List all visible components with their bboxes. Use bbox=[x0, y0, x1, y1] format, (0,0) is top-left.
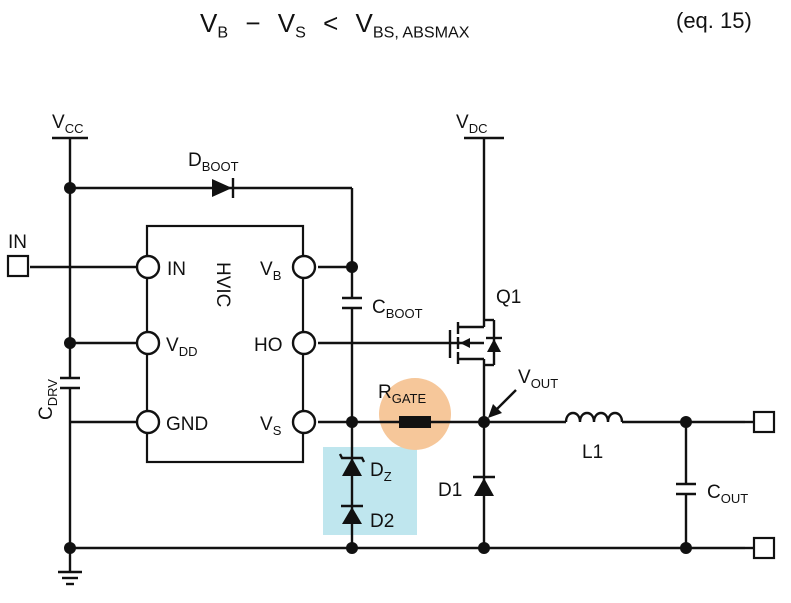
vcc-label: VCC bbox=[52, 112, 83, 136]
zener-d2-highlight bbox=[323, 447, 417, 535]
equation-15: VB − VS < VBS, ABSMAX (eq. 15) bbox=[0, 0, 791, 60]
cout-label: COUT bbox=[707, 482, 748, 506]
wires bbox=[30, 138, 745, 572]
equation-number: (eq. 15) bbox=[676, 8, 752, 33]
dz-zener-diode-icon bbox=[338, 453, 366, 476]
pin-vs bbox=[291, 409, 317, 435]
ground-terminal bbox=[752, 536, 776, 560]
l1-label: L1 bbox=[582, 442, 603, 463]
pin-gnd-label: GND bbox=[166, 414, 208, 435]
eq-vbs-absmax: VBS, ABSMAX bbox=[355, 8, 470, 42]
in-terminal-label: IN bbox=[8, 232, 27, 253]
pin-in bbox=[135, 254, 161, 280]
cdrv-capacitor-icon bbox=[59, 376, 81, 390]
equation-expression: VB − VS < VBS, ABSMAX bbox=[200, 8, 470, 42]
pin-vb bbox=[291, 254, 317, 280]
cboot-label: CBOOT bbox=[372, 297, 423, 321]
q1-label: Q1 bbox=[496, 287, 521, 308]
rgate-label: RGATE bbox=[378, 382, 426, 406]
eq-minus: − bbox=[245, 8, 261, 38]
d2-diode-icon bbox=[341, 504, 363, 524]
cout-capacitor-icon bbox=[675, 482, 697, 496]
rgate-highlight bbox=[379, 378, 451, 450]
pin-ho-label: HO bbox=[254, 335, 283, 356]
pin-vb-label: VB bbox=[260, 259, 281, 283]
junction-dots bbox=[64, 182, 692, 554]
eq-less-than: < bbox=[323, 8, 339, 38]
q1-mosfet-icon bbox=[448, 318, 502, 367]
pin-vdd bbox=[135, 330, 161, 356]
rgate-resistor-icon bbox=[399, 416, 431, 428]
pin-vs-label: VS bbox=[260, 414, 282, 438]
d2-label: D2 bbox=[370, 511, 394, 532]
vout-arrow-icon bbox=[488, 389, 517, 418]
vout-terminal bbox=[752, 410, 776, 434]
pin-ho bbox=[291, 330, 317, 356]
vout-label: VOUT bbox=[518, 367, 558, 391]
l1-inductor-icon bbox=[564, 408, 624, 424]
pin-in-label: IN bbox=[167, 259, 186, 280]
d1-diode-icon bbox=[473, 475, 495, 496]
vdc-label: VDC bbox=[456, 112, 487, 136]
pin-vdd-label: VDD bbox=[166, 335, 197, 359]
ground-icon bbox=[58, 570, 82, 586]
dboot-label: DBOOT bbox=[188, 150, 239, 174]
in-terminal bbox=[6, 254, 30, 278]
dboot-diode-icon bbox=[212, 178, 235, 198]
eq-vs: VS bbox=[277, 8, 306, 42]
d1-label: D1 bbox=[438, 480, 462, 501]
pin-gnd bbox=[135, 409, 161, 435]
cboot-capacitor-icon bbox=[341, 296, 363, 310]
dz-label: DZ bbox=[370, 460, 392, 484]
eq-vb: VB bbox=[200, 8, 229, 42]
hvic-label: HVIC bbox=[212, 262, 233, 307]
cdrv-label: CDRV bbox=[36, 379, 60, 420]
